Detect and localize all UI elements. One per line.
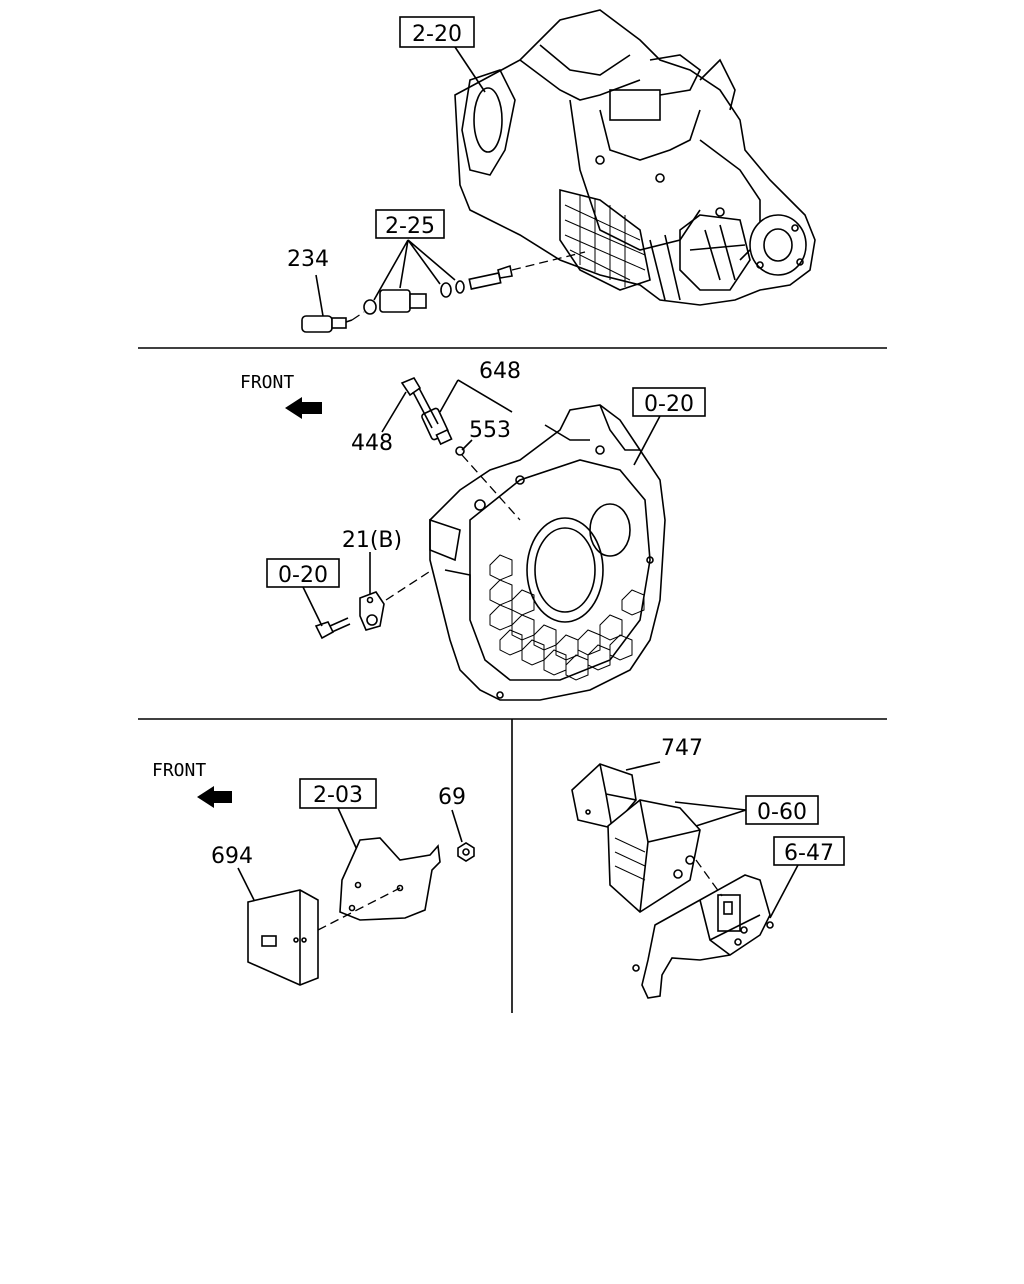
ref-2-03-label: 2-03 [313,783,363,808]
leader-234 [315,274,324,317]
sensor-648 [421,407,465,456]
part-747-label: 747 [661,736,703,761]
part-648-label: 648 [479,359,521,384]
ref-6-47-label: 6-47 [784,841,834,866]
nut-69 [457,842,475,862]
ref-box-2-25: 2-25 [375,209,445,239]
ref-box-2-20: 2-20 [399,16,475,48]
leader-0-20-lower [302,586,323,627]
ref-0-20-lower-label: 0-20 [278,563,328,588]
dash-694 [317,887,401,931]
cover-747 [571,763,637,829]
part-694-label: 694 [211,844,253,869]
part-553-label: 553 [469,418,511,443]
leader-0-60 [674,801,747,827]
part-21b-label: 21(B) [342,528,402,553]
front-label-bottom-left: FRONT [152,760,206,781]
bolt-448 [400,376,439,429]
bracket-21b [359,591,385,631]
leader-6-47 [769,864,799,919]
leader-0-20-upper [633,415,661,466]
dash-21b [385,569,433,601]
leader-694 [237,867,255,901]
transmission-assembly [454,9,816,306]
ref-0-20-upper-label: 0-20 [644,392,694,417]
part-448-label: 448 [351,431,393,456]
ref-box-6-47: 6-47 [773,836,845,866]
ref-2-25-label: 2-25 [385,214,435,239]
leader-448 [381,391,407,433]
leader-747 [625,761,661,771]
controller-module [607,799,701,914]
leader-2-03 [337,807,359,853]
flywheel-housing [429,404,666,701]
ecu-bracket [339,837,441,921]
front-arrow-middle [285,397,322,419]
ref-0-60-label: 0-60 [757,800,807,825]
ref-2-20-label: 2-20 [412,22,462,47]
dash-module [695,859,723,897]
part-69-label: 69 [438,785,466,810]
front-label-middle: FRONT [240,372,294,393]
leader-69 [451,809,463,843]
leader-648 [439,379,513,413]
bolt-0-20 [314,617,351,640]
leader-2-20 [454,46,486,93]
mounting-plate-6-47 [632,874,774,999]
ref-box-0-20-upper: 0-20 [632,387,706,417]
leader-2-25 [373,239,456,301]
ref-box-0-60: 0-60 [745,795,819,825]
front-arrow-bottom-left [197,786,232,808]
dash-648 [461,454,521,521]
ref-box-0-20-lower: 0-20 [266,558,340,588]
ref-box-2-03: 2-03 [299,778,377,809]
ecu-694 [247,889,319,986]
part-234-label: 234 [287,247,329,272]
speed-sensor-group [301,251,586,333]
leader-553 [461,439,473,451]
